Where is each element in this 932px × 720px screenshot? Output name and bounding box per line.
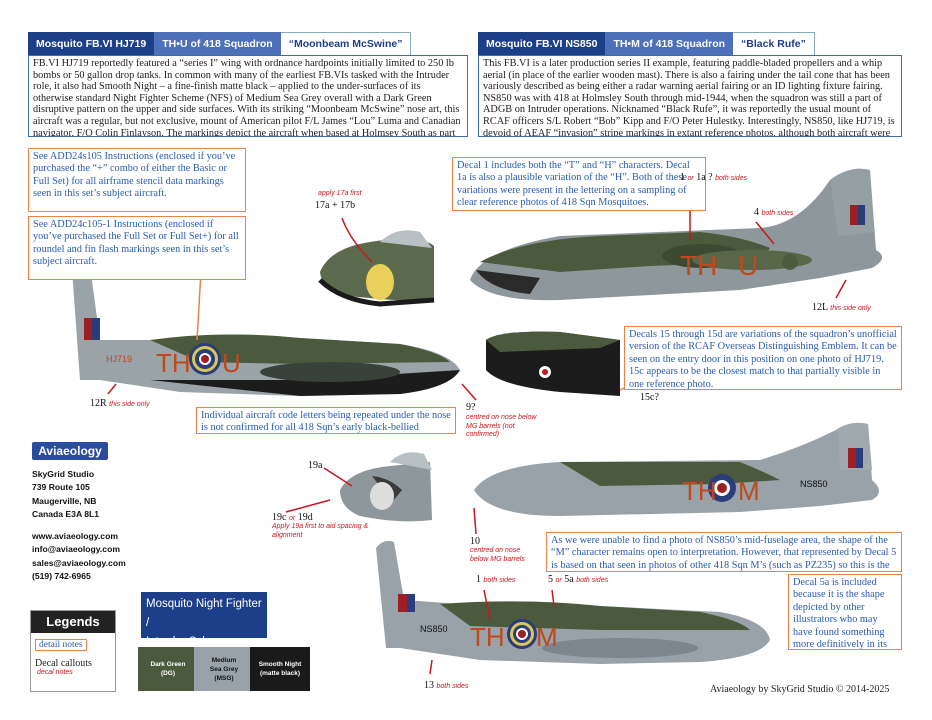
top-code-right: U <box>738 250 758 281</box>
callout-12r: 12R this side only <box>90 398 150 409</box>
aviaeology-logo: Aviaeology <box>32 442 108 460</box>
top-code-left: TH <box>680 250 717 281</box>
nose-19a-detail <box>340 452 432 522</box>
ns850-mid-profile <box>474 422 879 516</box>
contact-block: www.aviaeology.com info@aviaeology.com s… <box>32 530 126 584</box>
callout-10: 10 <box>470 536 480 547</box>
left-header: Mosquito FB.VI HJ719 TH•U of 418 Squadro… <box>28 32 412 55</box>
right-header: Mosquito FB.VI NS850 TH•M of 418 Squadro… <box>478 32 815 55</box>
hj719-profile <box>72 264 460 396</box>
left-header-code: TH•U of 418 Squadron <box>154 32 281 55</box>
ns850-profile <box>376 540 770 664</box>
legend-detail-notes: detail notes <box>35 639 87 651</box>
legends-box: Legends detail notes Decal callouts deca… <box>30 610 116 692</box>
callout-5: 5 or 5a both sides <box>548 574 609 585</box>
nose-15c-detail <box>486 331 620 396</box>
note-decal1: Decal 1 includes both the “T” and “H” ch… <box>452 157 706 211</box>
legend-decal-notes: decal notes <box>37 669 73 676</box>
nose-art-detail <box>318 230 435 307</box>
studio-address: SkyGrid Studio 739 Route 105 Maugerville… <box>32 468 99 522</box>
callout-17-note: apply 17a first <box>318 190 362 197</box>
studio-city: Maugerville, NB <box>32 495 97 506</box>
note-roundel: See ADD24c105-1 Instructions (enclosed i… <box>28 216 246 280</box>
ns850-letter-top: M <box>738 476 760 506</box>
callout-9-note: centred on nose below MG barrels (not co… <box>466 414 537 438</box>
callout-19-note: Apply 19a first to aid spacing & alignme… <box>272 523 369 539</box>
note-codes: Individual aircraft code letters being r… <box>196 407 456 434</box>
note-decal5a: Decal 5a is included because it is the s… <box>788 574 902 650</box>
scheme-title: Mosquito Night Fighter / Intruder Scheme… <box>141 592 267 667</box>
studio-postal: Canada E3A 8L1 <box>32 509 100 520</box>
ns850-serial: NS850 <box>420 624 448 634</box>
right-header-code: TH•M of 418 Squadron <box>605 32 734 55</box>
callout-15c: 15c? <box>640 392 659 403</box>
callout-1-bottom: 1 both sides <box>476 574 516 585</box>
ns850-serial-top: NS850 <box>800 479 828 489</box>
scheme-title-line1: Mosquito Night Fighter / <box>146 598 262 629</box>
callout-13: 13 both sides <box>424 680 469 691</box>
ns850-code: TH <box>470 622 505 652</box>
swatch-smooth-night: Smooth Night(matte black) <box>250 647 310 691</box>
right-header-name: “Black Rufe” <box>733 32 815 55</box>
ns850-code-top: TH <box>682 476 717 506</box>
hj719-code-right: U <box>222 348 241 378</box>
legends-title: Legends <box>31 611 115 633</box>
sales-email-link[interactable]: sales@aviaeology.com <box>32 557 126 568</box>
studio-street: 739 Route 105 <box>32 482 90 493</box>
ns850-top-profile <box>470 168 883 301</box>
swatch-dark-green: Dark Green(DG) <box>138 647 198 691</box>
hj719-serial: HJ719 <box>106 354 132 364</box>
callout-4: 4 both sides <box>754 207 794 218</box>
hj719-code-left: TH <box>156 348 191 378</box>
note-decal15: Decals 15 through 15d are variations of … <box>624 326 902 390</box>
note-m-char: As we were unable to find a photo of NS8… <box>546 532 902 572</box>
callout-19a: 19a <box>308 460 323 471</box>
note-stencil: See ADD24s105 Instructions (enclosed if … <box>28 148 246 212</box>
phone-number: (519) 742-6965 <box>32 571 91 582</box>
left-description: FB.VI HJ719 reportedly featured a “serie… <box>28 55 468 137</box>
left-header-name: “Moonbeam McSwine” <box>280 32 412 55</box>
callout-10-note: centred on nose below MG barrels <box>470 547 525 563</box>
right-header-aircraft: Mosquito FB.VI NS850 <box>478 32 606 55</box>
callout-19c: 19c or 19d <box>272 512 313 523</box>
callout-12l: 12L this side only <box>812 302 871 313</box>
left-header-aircraft: Mosquito FB.VI HJ719 <box>28 32 155 55</box>
studio-name: SkyGrid Studio <box>32 469 95 479</box>
website-link[interactable]: www.aviaeology.com <box>32 531 118 541</box>
callout-1-top: 1 or 1a ? both sides <box>680 172 748 183</box>
copyright: Aviaeology by SkyGrid Studio © 2014-2025 <box>710 684 890 695</box>
right-description: This FB.VI is a later production series … <box>478 55 902 137</box>
callout-9: 9? <box>466 402 476 413</box>
ns850-letter: M <box>536 622 558 652</box>
legend-decal-callouts: Decal callouts <box>35 658 92 669</box>
info-email-link[interactable]: info@aviaeology.com <box>32 544 120 555</box>
callout-17: 17a + 17b <box>315 200 356 211</box>
